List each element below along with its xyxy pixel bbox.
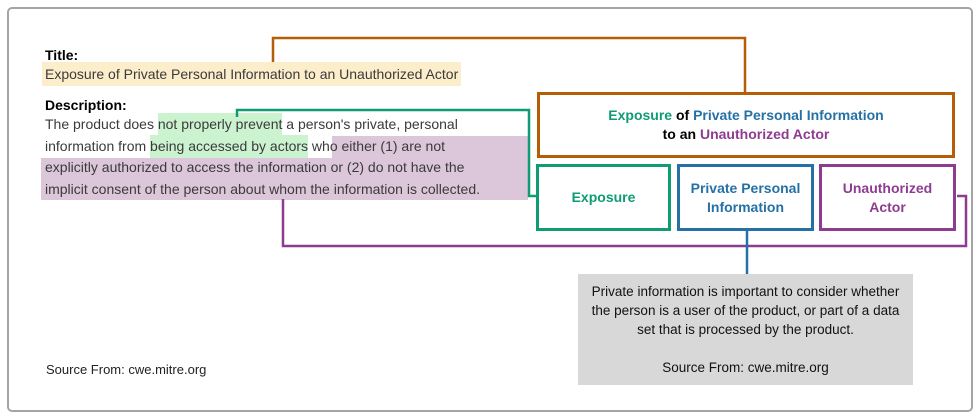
note-line-2: the person is a user of the product, or … — [591, 303, 900, 318]
note-line-3: set that is processed by the product. — [637, 322, 854, 337]
highlight-green-not-properly-prevent: not properly prevent — [157, 113, 283, 136]
description-label: Description: — [45, 97, 127, 113]
highlight-green-being-accessed: being accessed by actors — [150, 134, 309, 158]
title-label: Title: — [45, 47, 79, 63]
description-paragraph: The product does not properly prevent a … — [45, 113, 481, 200]
note-box: Private information is important to cons… — [578, 274, 913, 385]
description-line-1: The product does not properly prevent a … — [45, 113, 480, 136]
note-line-1: Private information is important to cons… — [591, 284, 900, 299]
description-line-2: information from being accessed by actor… — [45, 134, 480, 158]
note-source: Source From: cwe.mitre.org — [662, 360, 829, 375]
description-line-3: explicitly authorized to access the info… — [45, 159, 465, 175]
main-term-line-1: Exposure of Private Personal Information — [608, 107, 884, 123]
term-box-private-personal-information: Private Personal Information — [677, 164, 814, 231]
term-box-exposure: Exposure — [536, 164, 671, 231]
source-attribution: Source From: cwe.mitre.org — [46, 362, 207, 377]
description-line-4: implicit consent of the person about who… — [45, 180, 481, 197]
title-text-highlighted: Exposure of Private Personal Information… — [42, 62, 462, 86]
main-term-box: Exposure of Private Personal Information… — [537, 92, 955, 158]
term-box-unauthorized-actor: Unauthorized Actor — [819, 164, 956, 231]
main-term-line-2: to an Unauthorized Actor — [662, 126, 830, 142]
